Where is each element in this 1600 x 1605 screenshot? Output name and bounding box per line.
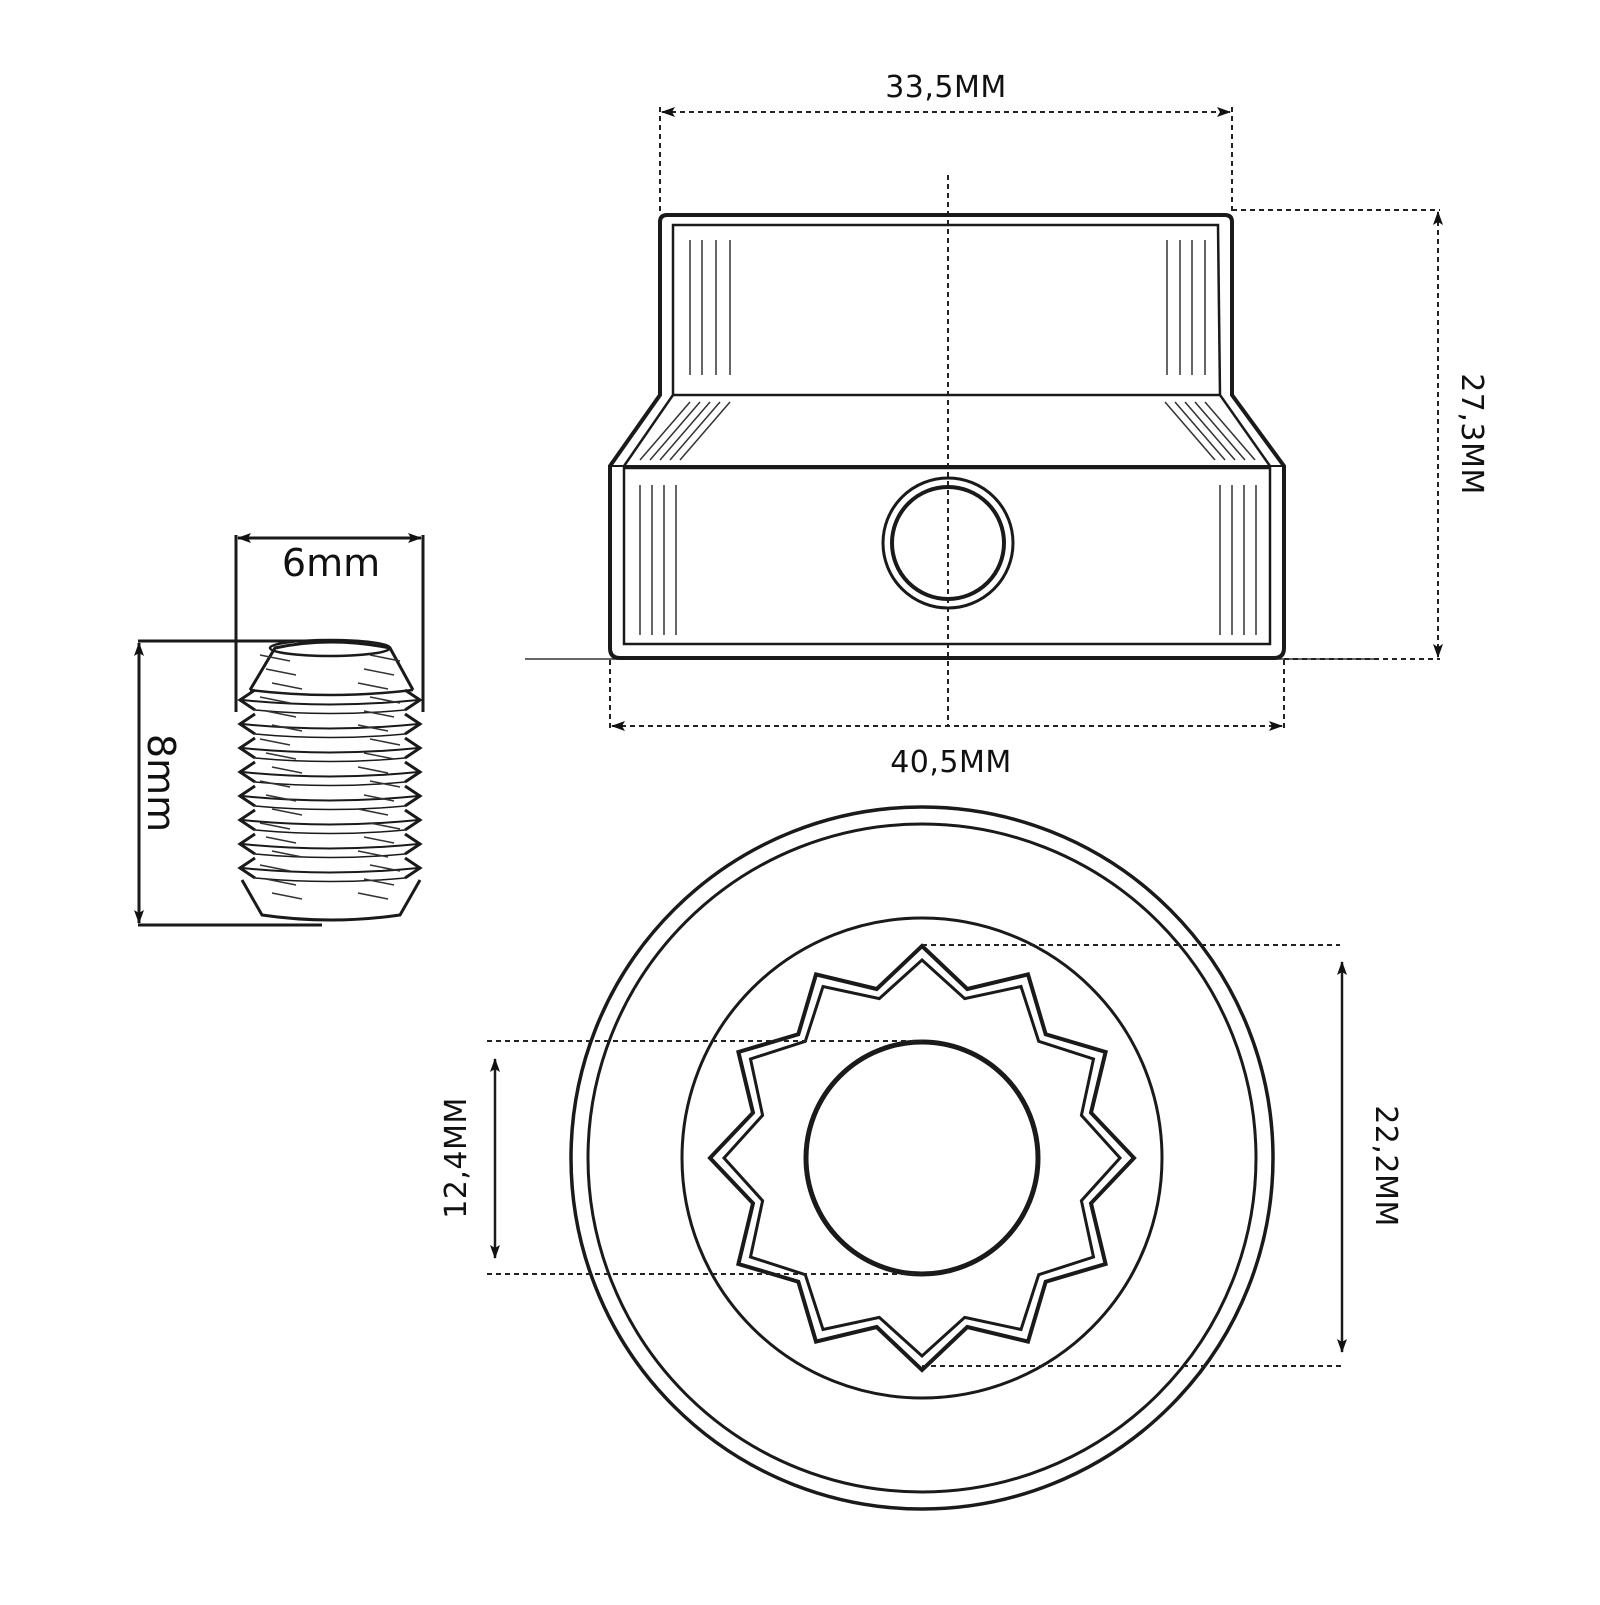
outer-rim-inner (586, 822, 1258, 1494)
inner-recess (680, 916, 1164, 1400)
top-width-label: 33,5MM (885, 70, 1007, 105)
set-screw-hole (881, 476, 1015, 610)
screw-body (237, 638, 423, 922)
bottom-width-dimension: 40,5MM (609, 660, 1285, 780)
top-width-dimension: 33,5MM (659, 70, 1233, 215)
knob-side-outline (608, 213, 1286, 660)
screw-width-label: 6mm (282, 541, 380, 585)
spline-socket (707, 943, 1137, 1373)
knob-side-shading (639, 240, 1257, 635)
spline-diameter-dimension: 22,2MM (922, 944, 1403, 1367)
outer-rim (569, 805, 1275, 1511)
shaft-bore (803, 1039, 1041, 1277)
screw-height-label: 8mm (139, 734, 183, 832)
set-screw: 6mm 8mm (134, 533, 425, 927)
screw-height-dimension: 8mm (134, 639, 322, 927)
bore-diameter-dimension: 12,4MM (439, 1040, 922, 1275)
bottom-width-label: 40,5MM (890, 745, 1012, 780)
height-label: 27,3MM (1454, 373, 1489, 495)
knob-side-view: 33,5MM 40,5MM 27,3MM (525, 70, 1489, 780)
screw-threads (237, 688, 423, 883)
screw-width-dimension: 6mm (234, 533, 425, 712)
knob-bottom-view: 12,4MM 22,2MM (439, 805, 1403, 1511)
screw-shading (259, 654, 401, 900)
spline-diameter-label: 22,2MM (1368, 1105, 1403, 1227)
bore-diameter-label: 12,4MM (439, 1097, 474, 1219)
height-dimension: 27,3MM (1232, 209, 1489, 660)
